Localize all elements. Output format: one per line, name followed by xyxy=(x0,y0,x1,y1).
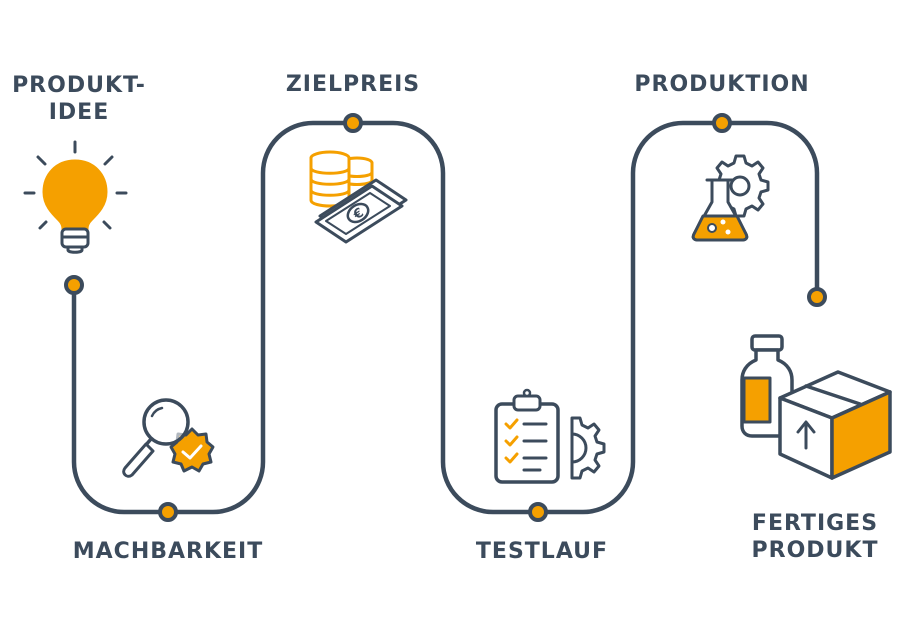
step-marker-testlauf xyxy=(528,502,548,522)
step-label-line: TESTLAUF xyxy=(475,539,609,564)
process-path xyxy=(71,120,820,515)
lightbulb-icon xyxy=(23,140,128,254)
step-label-machbarkeit: MACHBARKEIT xyxy=(58,538,278,565)
coins-banknote-icon: € xyxy=(309,150,408,244)
step-marker-fertiges-produkt xyxy=(807,287,827,307)
step-label-zielpreis: ZIELPREIS xyxy=(273,71,433,98)
step-label-line: PRODUKTION xyxy=(634,72,810,97)
step-label-produktidee: PRODUKT- IDEE xyxy=(4,72,154,126)
step-label-line: MACHBARKEIT xyxy=(72,539,264,564)
step-label-line: PRODUKT- xyxy=(12,73,146,98)
step-label-testlauf: TESTLAUF xyxy=(462,538,622,565)
step-label-line: PRODUKT xyxy=(751,538,879,563)
step-marker-produktidee xyxy=(64,275,84,295)
step-marker-zielpreis xyxy=(343,113,363,133)
step-label-line: FERTIGES xyxy=(751,511,879,536)
bottle-box-icon xyxy=(740,334,892,480)
step-marker-machbarkeit xyxy=(158,502,178,522)
step-marker-produktion xyxy=(712,113,732,133)
clipboard-checklist-gear-icon xyxy=(494,388,606,484)
step-label-line: ZIELPREIS xyxy=(285,72,421,97)
flask-gear-icon xyxy=(691,154,770,242)
step-label-produktion: PRODUKTION xyxy=(622,71,822,98)
magnifier-badge-icon xyxy=(122,398,215,478)
step-label-fertiges-produkt: FERTIGES PRODUKT xyxy=(740,510,890,564)
step-label-line: IDEE xyxy=(48,100,110,125)
